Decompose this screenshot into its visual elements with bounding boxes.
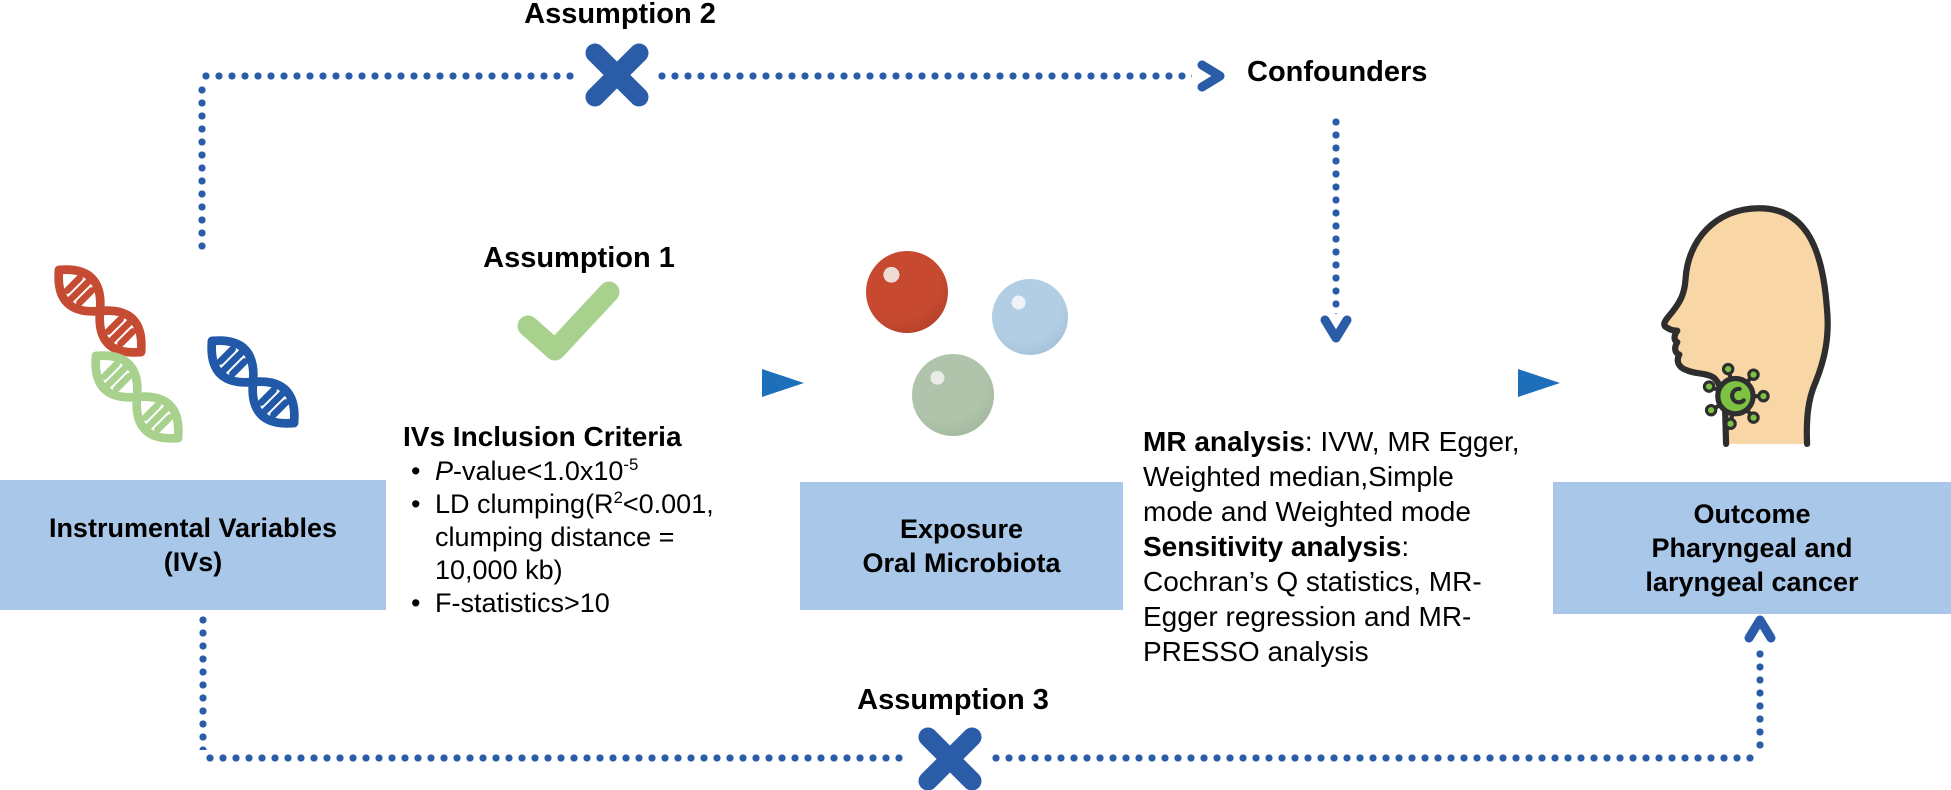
criteria-ld-line3: 10,000 kb) <box>435 555 563 585</box>
mr-line3: mode and Weighted mode <box>1143 496 1471 527</box>
gradient-arrow-exposure-icon <box>389 369 804 397</box>
head-profile-icon <box>1661 205 1831 448</box>
arrowhead-right-icon <box>1197 60 1225 92</box>
dotted-line-confounders-vertical <box>1332 118 1340 314</box>
exposure-box-line1: Exposure <box>899 514 1024 544</box>
criteria-bullet-pvalue: • P-value<1.0x10-5 <box>403 455 783 488</box>
outcome-box-line1: Outcome <box>1693 499 1811 529</box>
dotted-line-top-left <box>202 72 576 80</box>
arrowhead-down-icon <box>1320 315 1352 343</box>
iv-inclusion-criteria: IVs Inclusion Criteria • P-value<1.0x10-… <box>403 419 783 620</box>
dotted-line-bottom-right <box>992 754 1754 762</box>
virus-icon <box>1702 362 1770 431</box>
dotted-line-top-right <box>658 72 1192 80</box>
criteria-heading: IVs Inclusion Criteria <box>403 421 682 452</box>
mr-analysis-block: MR analysis: IVW, MR Egger, Weighted med… <box>1143 424 1588 669</box>
exposure-box-line2: Oral Microbiota <box>862 548 1061 578</box>
dna-helix-green-icon <box>72 332 202 462</box>
bullet-glyph: • <box>411 489 421 519</box>
assumption1-label: Assumption 1 <box>483 242 675 274</box>
iv-box-line2: (IVs) <box>163 547 223 577</box>
criteria-bullet-fstat: • F-statistics>10 <box>403 587 783 620</box>
dna-helix-blue-icon <box>188 317 318 447</box>
checkmark-icon <box>517 281 620 361</box>
dna-helix-red-icon <box>35 246 165 376</box>
bullet-glyph: • <box>411 588 421 618</box>
dotted-line-left-vertical-top <box>198 86 206 250</box>
criteria-bullet-ld: • LD clumping(R2<0.001, <box>403 488 783 521</box>
outcome-box: Outcome Pharyngeal and laryngeal cancer <box>1553 482 1951 614</box>
instrumental-variables-box: Instrumental Variables (IVs) <box>0 480 386 610</box>
confounders-label: Confounders <box>1247 56 1428 88</box>
mr-line1: MR analysis: IVW, MR Egger, <box>1143 426 1520 457</box>
exposure-box: Exposure Oral Microbiota <box>800 482 1123 610</box>
dotted-line-left-vertical-bottom <box>199 616 207 750</box>
microbe-circle-red-icon <box>866 251 948 333</box>
iv-box-line1: Instrumental Variables <box>48 513 338 543</box>
x-mark-assumption2-icon <box>584 42 650 108</box>
mr-line7: PRESSO analysis <box>1143 636 1369 667</box>
assumption3-label: Assumption 3 <box>857 684 1049 716</box>
bullet-glyph: • <box>411 456 421 486</box>
assumption2-label: Assumption 2 <box>524 0 716 30</box>
gradient-arrow-outcome-icon <box>1141 369 1560 397</box>
outcome-box-line3: laryngeal cancer <box>1645 567 1859 597</box>
mr-line6: Egger regression and MR- <box>1143 601 1472 632</box>
mr-line4: Sensitivity analysis: <box>1143 531 1410 562</box>
microbe-circle-green-icon <box>912 354 994 436</box>
x-mark-assumption3-icon <box>917 726 983 790</box>
outcome-box-line2: Pharyngeal and <box>1651 533 1853 563</box>
criteria-ld-line2: clumping distance = <box>435 522 675 552</box>
arrowhead-up-icon <box>1744 615 1776 643</box>
mr-line5: Cochran’s Q statistics, MR- <box>1143 566 1482 597</box>
mr-line2: Weighted median,Simple <box>1143 461 1454 492</box>
dotted-line-right-vertical-bottom <box>1756 650 1764 754</box>
microbe-circle-blue-icon <box>992 279 1068 355</box>
dotted-line-bottom-left <box>206 754 908 762</box>
